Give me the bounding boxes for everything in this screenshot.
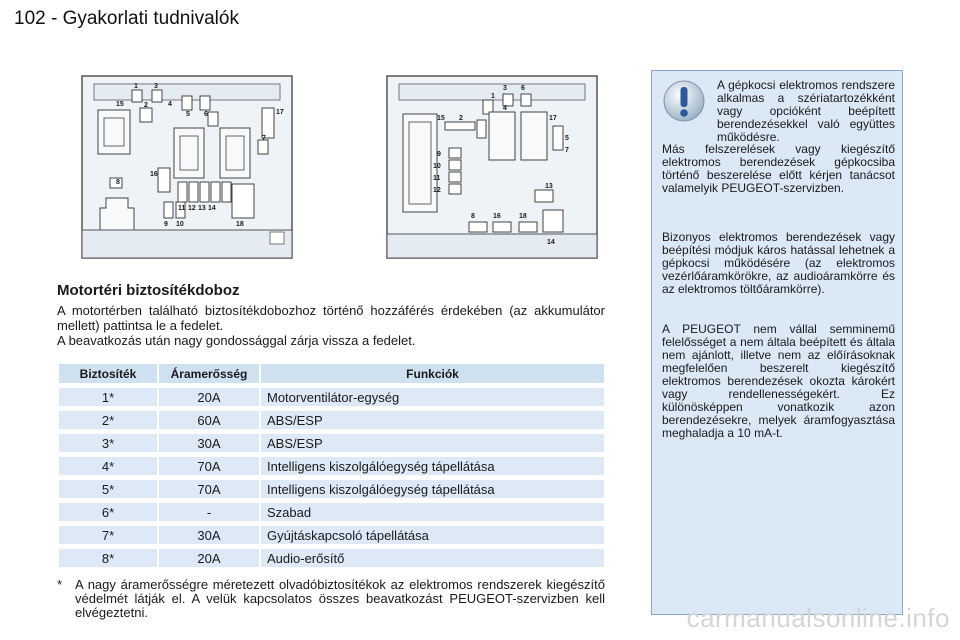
fuse-number: 8* xyxy=(59,549,157,567)
svg-text:6: 6 xyxy=(521,85,525,92)
sidebar-paragraph: A PEUGEOT nem vállal semminemű felelőssé… xyxy=(662,322,895,440)
svg-text:17: 17 xyxy=(276,109,284,116)
svg-text:15: 15 xyxy=(437,115,445,122)
header-fuse: Biztosíték xyxy=(59,364,157,383)
table-row: 1* 20A Motorventilátor-egység xyxy=(59,388,604,406)
svg-text:5: 5 xyxy=(565,135,569,142)
table-row: 7* 30A Gyújtáskapcsoló tápellátása xyxy=(59,526,604,544)
svg-text:6: 6 xyxy=(204,111,208,118)
fuse-number: 4* xyxy=(59,457,157,475)
svg-text:13: 13 xyxy=(545,183,553,190)
exclamation-icon xyxy=(663,80,705,122)
svg-text:18: 18 xyxy=(519,213,527,220)
svg-text:11: 11 xyxy=(178,205,186,212)
table-row: 3* 30A ABS/ESP xyxy=(59,434,604,452)
fuse-number: 3* xyxy=(59,434,157,452)
fuse-function: Audio-erősítő xyxy=(261,549,604,567)
svg-text:14: 14 xyxy=(208,205,216,212)
watermark: carmanualsonline.info xyxy=(686,603,950,633)
svg-text:10: 10 xyxy=(176,221,184,228)
svg-text:4: 4 xyxy=(503,105,507,112)
table-header-row: Biztosíték Áramerősség Funkciók xyxy=(59,364,604,383)
closing-paragraph: A beavatkozás után nagy gondossággal zár… xyxy=(57,333,416,348)
header-current: Áramerősség xyxy=(159,364,259,383)
svg-text:7: 7 xyxy=(262,135,266,142)
fuse-number: 7* xyxy=(59,526,157,544)
sidebar-paragraph: Bizonyos elektromos berendezések vagy be… xyxy=(662,230,895,296)
fuse-function: Gyújtáskapcsoló tápellátása xyxy=(261,526,604,544)
svg-text:17: 17 xyxy=(549,115,557,122)
svg-text:2: 2 xyxy=(459,115,463,122)
table-row: 8* 20A Audio-erősítő xyxy=(59,549,604,567)
svg-text:13: 13 xyxy=(198,205,206,212)
page-header: 102 - Gyakorlati tudnivalók xyxy=(14,8,239,29)
fuse-current: 20A xyxy=(159,388,259,406)
svg-text:16: 16 xyxy=(150,171,158,178)
svg-text:8: 8 xyxy=(471,213,475,220)
fuse-function: Motorventilátor-egység xyxy=(261,388,604,406)
info-sidebar: A gépkocsi elektromos rendszere alkalmas… xyxy=(651,70,903,615)
fuse-current: 70A xyxy=(159,480,259,498)
fuse-current: 60A xyxy=(159,411,259,429)
svg-text:3: 3 xyxy=(503,85,507,92)
svg-text:3: 3 xyxy=(154,83,158,90)
svg-text:16: 16 xyxy=(493,213,501,220)
table-row: 4* 70A Intelligens kiszolgálóegység tápe… xyxy=(59,457,604,475)
svg-text:14: 14 xyxy=(547,239,555,246)
svg-text:1: 1 xyxy=(134,83,138,90)
svg-text:7: 7 xyxy=(565,147,569,154)
svg-text:9: 9 xyxy=(437,151,441,158)
svg-text:15: 15 xyxy=(116,101,124,108)
fuse-number: 6* xyxy=(59,503,157,521)
footnote: * A nagy áramerősségre méretezett olvadó… xyxy=(57,578,605,620)
table-row: 6* - Szabad xyxy=(59,503,604,521)
fuse-current: 70A xyxy=(159,457,259,475)
fuse-box-variant-2: 3 6 1 15 2 4 17 5 7 9 10 11 12 13 8 16 18 14 xyxy=(386,75,598,259)
fuse-function: Intelligens kiszolgálóegység tápellátása xyxy=(261,457,604,475)
svg-text:18: 18 xyxy=(236,221,244,228)
footnote-mark: * xyxy=(57,577,63,592)
svg-text:2: 2 xyxy=(144,102,148,109)
fuse-function: ABS/ESP xyxy=(261,411,604,429)
table-row: 5* 70A Intelligens kiszolgálóegység tápe… xyxy=(59,480,604,498)
fuse-current: 20A xyxy=(159,549,259,567)
header-functions: Funkciók xyxy=(261,364,604,383)
fuse-current: 30A xyxy=(159,526,259,544)
fuse-function: Intelligens kiszolgálóegység tápellátása xyxy=(261,480,604,498)
fuse-number: 2* xyxy=(59,411,157,429)
footnote-text: A nagy áramerősségre méretezett olvadóbi… xyxy=(75,577,605,620)
fuse-function: ABS/ESP xyxy=(261,434,604,452)
section-title: Motortéri biztosítékdoboz xyxy=(57,282,240,299)
table-row: 2* 60A ABS/ESP xyxy=(59,411,604,429)
svg-text:1: 1 xyxy=(491,93,495,100)
sidebar-paragraph: Más felszerelések vagy kiegészítő elektr… xyxy=(662,142,895,195)
svg-text:5: 5 xyxy=(186,111,190,118)
fuse-function: Szabad xyxy=(261,503,604,521)
fuse-current: 30A xyxy=(159,434,259,452)
fuse-current: - xyxy=(159,503,259,521)
svg-text:11: 11 xyxy=(433,175,441,182)
svg-text:9: 9 xyxy=(164,221,168,228)
svg-text:12: 12 xyxy=(188,205,196,212)
fuse-table: Biztosíték Áramerősség Funkciók 1* 20A M… xyxy=(57,359,606,572)
fuse-number: 1* xyxy=(59,388,157,406)
fuse-number: 5* xyxy=(59,480,157,498)
intro-paragraph: A motortérben található biztosítékdobozh… xyxy=(57,303,605,333)
svg-text:8: 8 xyxy=(116,179,120,186)
sidebar-intro: A gépkocsi elektromos rendszere alkalmas… xyxy=(717,78,895,144)
svg-text:12: 12 xyxy=(433,187,441,194)
svg-text:10: 10 xyxy=(433,163,441,170)
svg-text:4: 4 xyxy=(168,101,172,108)
